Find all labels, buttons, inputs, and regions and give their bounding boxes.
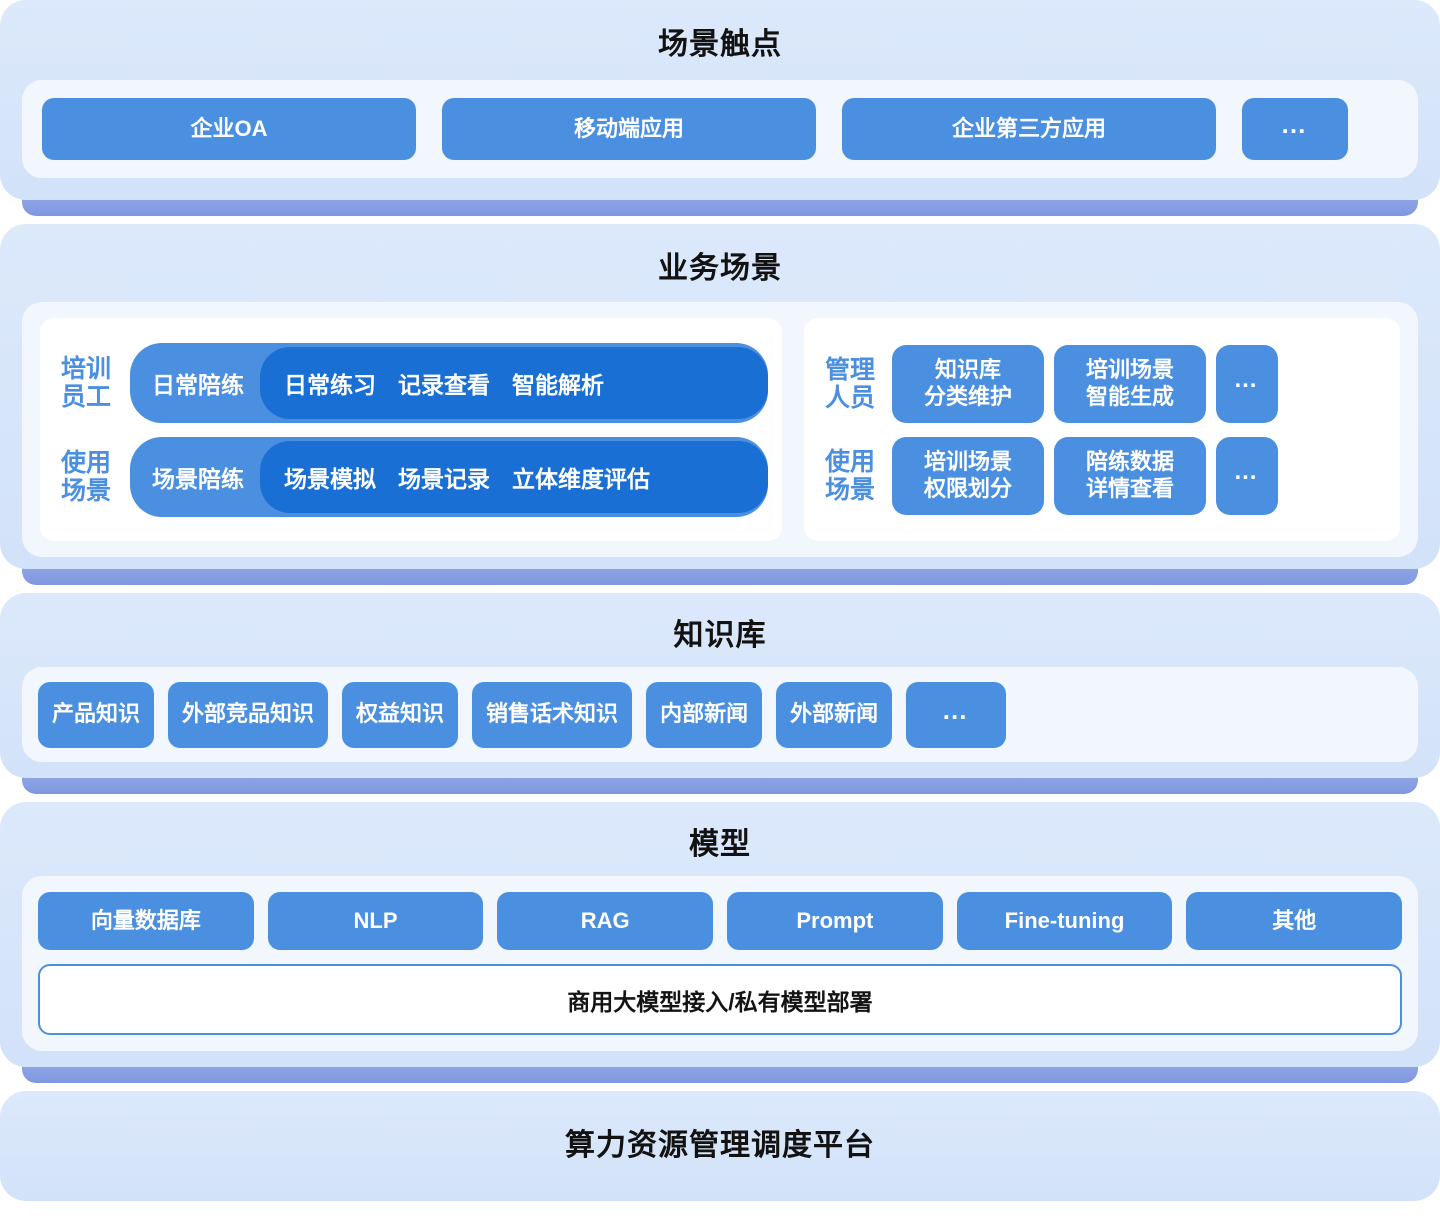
scenario-row-usage-scene: 使用场景 场景陪练 场景模拟 场景记录 立体维度评估 (54, 436, 768, 517)
scenario-pill-outer[interactable]: 场景陪练 场景模拟 场景记录 立体维度评估 (130, 436, 768, 517)
band-spacer (0, 1083, 1440, 1091)
model-panel: 向量数据库 NLP RAG Prompt Fine-tuning 其他 商用大模… (22, 876, 1418, 1051)
admin-item-training-scene-gen[interactable]: 培训场景智能生成 (1054, 344, 1206, 423)
layer-knowledge-title: 知识库 (673, 619, 767, 652)
scenario-row-label: 使用场景 (60, 448, 111, 505)
model-item-nlp[interactable]: NLP (267, 892, 484, 950)
layer-knowledge: 知识库 产品知识 外部竞品知识 权益知识 销售话术知识 内部新闻 外部新闻 … (0, 593, 1440, 794)
model-item-vector-db[interactable]: 向量数据库 (38, 892, 254, 950)
band-spacer (0, 585, 1440, 593)
layer-platform-card: 算力资源管理调度平台 (0, 1091, 1440, 1201)
layer-touchpoints: 场景触点 企业OA 移动端应用 企业第三方应用 … (0, 0, 1440, 216)
knowledge-item-internal-news[interactable]: 内部新闻 (646, 681, 763, 748)
touchpoint-item-mobile-app[interactable]: 移动端应用 (442, 98, 816, 160)
layer-scenarios-card: 业务场景 培训员工 日常陪练 日常练习 记录查看 智能解析 (0, 224, 1440, 569)
knowledge-more-ellipsis-icon[interactable]: … (906, 681, 1007, 748)
touchpoint-more-ellipsis-icon[interactable]: … (1242, 98, 1348, 160)
admin-item-scene-permission[interactable]: 培训场景权限划分 (892, 436, 1044, 515)
layer-model-card: 模型 向量数据库 NLP RAG Prompt Fine-tuning 其他 商… (0, 802, 1440, 1067)
admin-item-practice-data-detail[interactable]: 陪练数据详情查看 (1054, 436, 1206, 515)
scenario-row-label: 使用场景 (824, 447, 875, 504)
knowledge-panel: 产品知识 外部竞品知识 权益知识 销售话术知识 内部新闻 外部新闻 … (22, 667, 1418, 762)
layer-platform: 算力资源管理调度平台 (0, 1091, 1440, 1201)
scenario-tag[interactable]: 日常练习 (284, 371, 376, 398)
knowledge-item-sales-script[interactable]: 销售话术知识 (472, 681, 633, 748)
band-spacer (0, 794, 1440, 802)
model-item-prompt[interactable]: Prompt (727, 892, 943, 950)
knowledge-item-product[interactable]: 产品知识 (38, 681, 155, 748)
scenario-pill-head: 日常陪练 (152, 371, 244, 398)
scenarios-right-column: 管理人员 知识库分类维护 培训场景智能生成 … 使用场景 培训场景权限划分 陪练… (804, 318, 1400, 541)
knowledge-item-competitor[interactable]: 外部竞品知识 (168, 681, 329, 748)
layer-touchpoints-title: 场景触点 (658, 28, 782, 61)
scenario-row-label: 培训员工 (60, 354, 111, 411)
admin-usage-more-ellipsis-icon[interactable]: … (1216, 436, 1278, 515)
touchpoint-item-oa[interactable]: 企业OA (42, 98, 416, 160)
layer-scenarios-title: 业务场景 (658, 252, 782, 285)
layer-touchpoints-card: 场景触点 企业OA 移动端应用 企业第三方应用 … (0, 0, 1440, 200)
model-tech-row: 向量数据库 NLP RAG Prompt Fine-tuning 其他 (38, 892, 1403, 950)
admin-item-kb-category[interactable]: 知识库分类维护 (892, 344, 1044, 423)
layer-model: 模型 向量数据库 NLP RAG Prompt Fine-tuning 其他 商… (0, 802, 1440, 1083)
scenario-tag[interactable]: 智能解析 (512, 371, 604, 398)
knowledge-item-external-news[interactable]: 外部新闻 (776, 681, 893, 748)
scenario-tag[interactable]: 立体维度评估 (512, 465, 650, 492)
touchpoints-panel: 企业OA 移动端应用 企业第三方应用 … (22, 80, 1418, 178)
scenarios-panel: 培训员工 日常陪练 日常练习 记录查看 智能解析 使用场景 (22, 302, 1418, 557)
scenario-tag[interactable]: 记录查看 (398, 371, 490, 398)
band-spacer (0, 216, 1440, 224)
model-item-other[interactable]: 其他 (1186, 892, 1403, 950)
layer-scenarios: 业务场景 培训员工 日常陪练 日常练习 记录查看 智能解析 (0, 224, 1440, 585)
model-item-fine-tuning[interactable]: Fine-tuning (956, 892, 1173, 950)
scenario-pill-inner[interactable]: 场景模拟 场景记录 立体维度评估 (260, 440, 768, 513)
layer-model-title: 模型 (689, 828, 751, 861)
scenario-tag[interactable]: 场景模拟 (284, 465, 376, 492)
scenarios-left-column: 培训员工 日常陪练 日常练习 记录查看 智能解析 使用场景 (40, 318, 782, 541)
layer-platform-title: 算力资源管理调度平台 (565, 1129, 875, 1162)
knowledge-item-benefits[interactable]: 权益知识 (342, 681, 459, 748)
admin-more-ellipsis-icon[interactable]: … (1216, 344, 1278, 423)
model-item-rag[interactable]: RAG (497, 892, 714, 950)
scenario-pill-outer[interactable]: 日常陪练 日常练习 记录查看 智能解析 (130, 342, 768, 423)
scenario-row-admin-staff: 管理人员 知识库分类维护 培训场景智能生成 … (818, 344, 1386, 423)
layer-knowledge-card: 知识库 产品知识 外部竞品知识 权益知识 销售话术知识 内部新闻 外部新闻 … (0, 593, 1440, 778)
scenario-row-training-staff: 培训员工 日常陪练 日常练习 记录查看 智能解析 (54, 342, 768, 423)
touchpoint-item-third-party-app[interactable]: 企业第三方应用 (842, 98, 1216, 160)
model-deployment-box[interactable]: 商用大模型接入/私有模型部署 (38, 964, 1402, 1035)
scenario-pill-head: 场景陪练 (152, 465, 244, 492)
scenario-row-admin-usage-scene: 使用场景 培训场景权限划分 陪练数据详情查看 … (818, 436, 1386, 515)
scenario-pill-inner[interactable]: 日常练习 记录查看 智能解析 (260, 346, 768, 419)
scenario-tag[interactable]: 场景记录 (398, 465, 490, 492)
scenario-row-label: 管理人员 (824, 355, 875, 412)
